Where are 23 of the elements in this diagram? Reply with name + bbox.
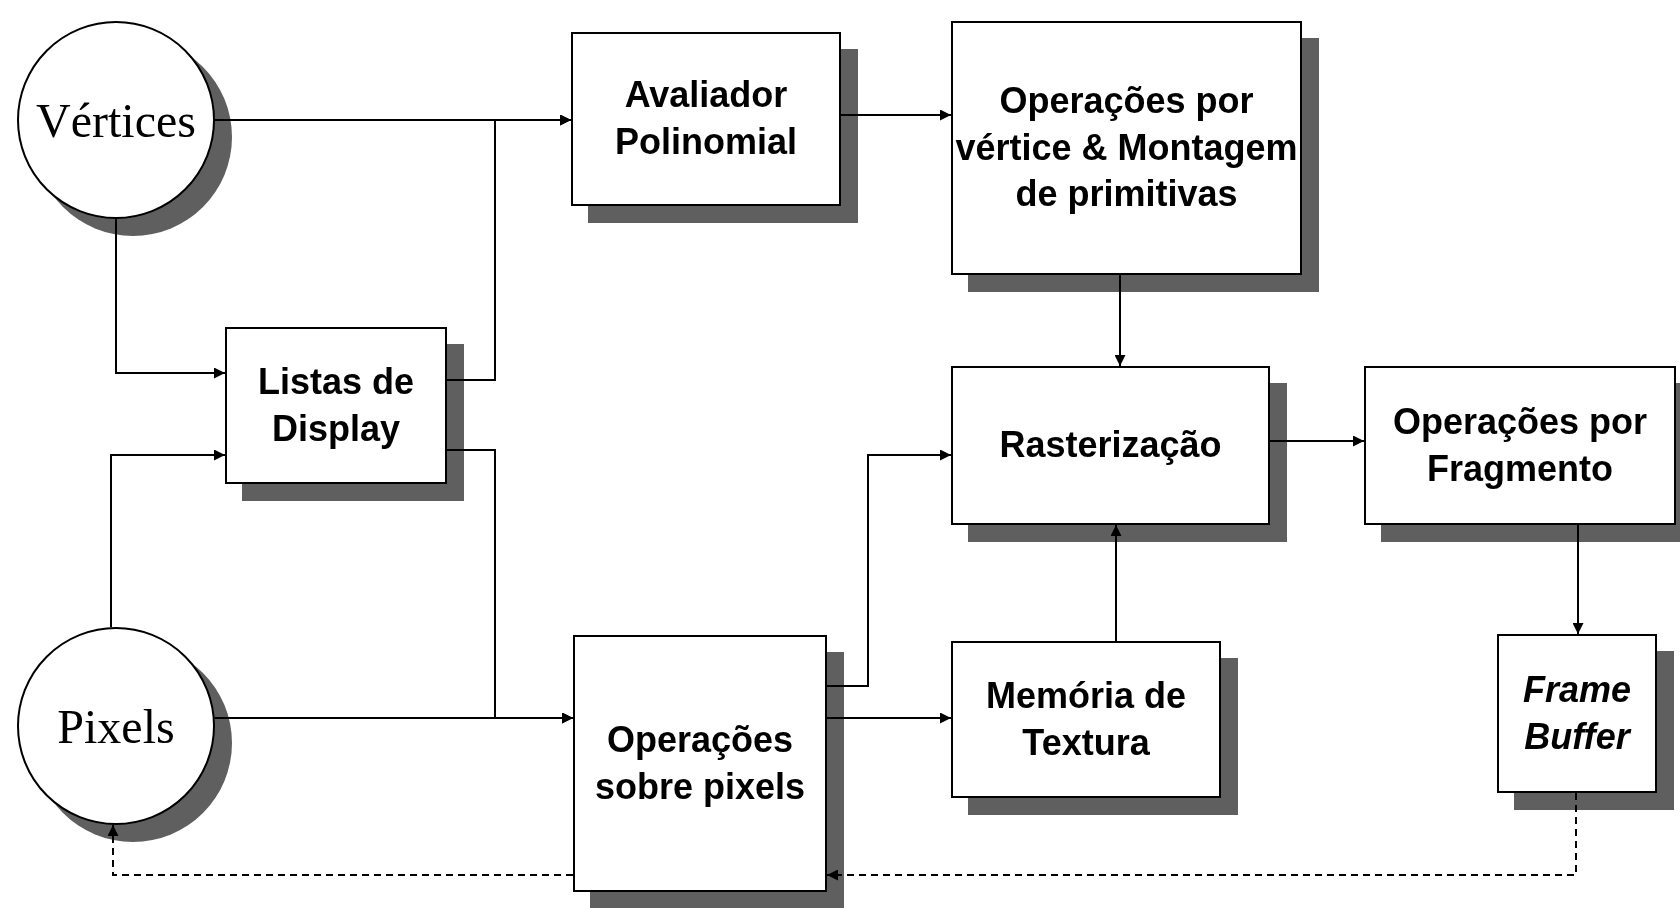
arrow xyxy=(826,712,952,724)
node-label: Rasterização xyxy=(999,423,1222,468)
node-label: Frame Buffer xyxy=(1521,667,1633,759)
arrow xyxy=(446,114,572,381)
arrow xyxy=(1572,524,1584,635)
arrow xyxy=(826,449,952,687)
arrow xyxy=(213,712,574,724)
arrow xyxy=(115,218,226,379)
arrow xyxy=(1110,524,1122,642)
arrow xyxy=(826,792,1577,881)
node-label: Operações por vértice & Montagem de primitivas xyxy=(954,78,1299,217)
arrow xyxy=(840,109,952,121)
arrow xyxy=(110,449,226,629)
node-label: Avaliador Polinomial xyxy=(614,73,798,164)
arrow xyxy=(1114,274,1126,367)
node-label: Memória de Textura xyxy=(984,673,1188,765)
node-label: Operações por Fragmento xyxy=(1391,399,1649,491)
arrow xyxy=(107,823,574,876)
arrow xyxy=(1269,435,1365,447)
node-label: Operações sobre pixels xyxy=(593,717,807,809)
node-label: Listas de Display xyxy=(256,359,416,451)
node-label: Vértices xyxy=(36,92,196,148)
node-label: Pixels xyxy=(57,698,175,754)
